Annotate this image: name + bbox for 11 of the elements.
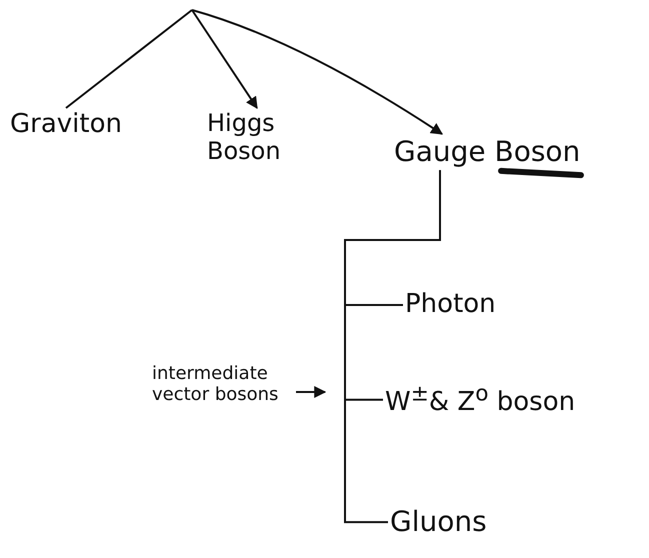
- node-label: Gauge Boson: [392, 134, 582, 170]
- node-label: Higgs Boson: [205, 108, 309, 168]
- node-label: Graviton: [8, 108, 124, 142]
- arrow: [192, 9, 443, 135]
- node-label: Photon: [403, 288, 498, 322]
- node-label: W$^{±}$& Z$^{o}$ boson: [383, 380, 578, 420]
- node-label: Gluons: [388, 504, 489, 540]
- arrow: [296, 386, 326, 398]
- connector: [344, 170, 441, 524]
- node-label: intermediate vector bosons: [150, 362, 294, 408]
- arrow: [191, 9, 258, 109]
